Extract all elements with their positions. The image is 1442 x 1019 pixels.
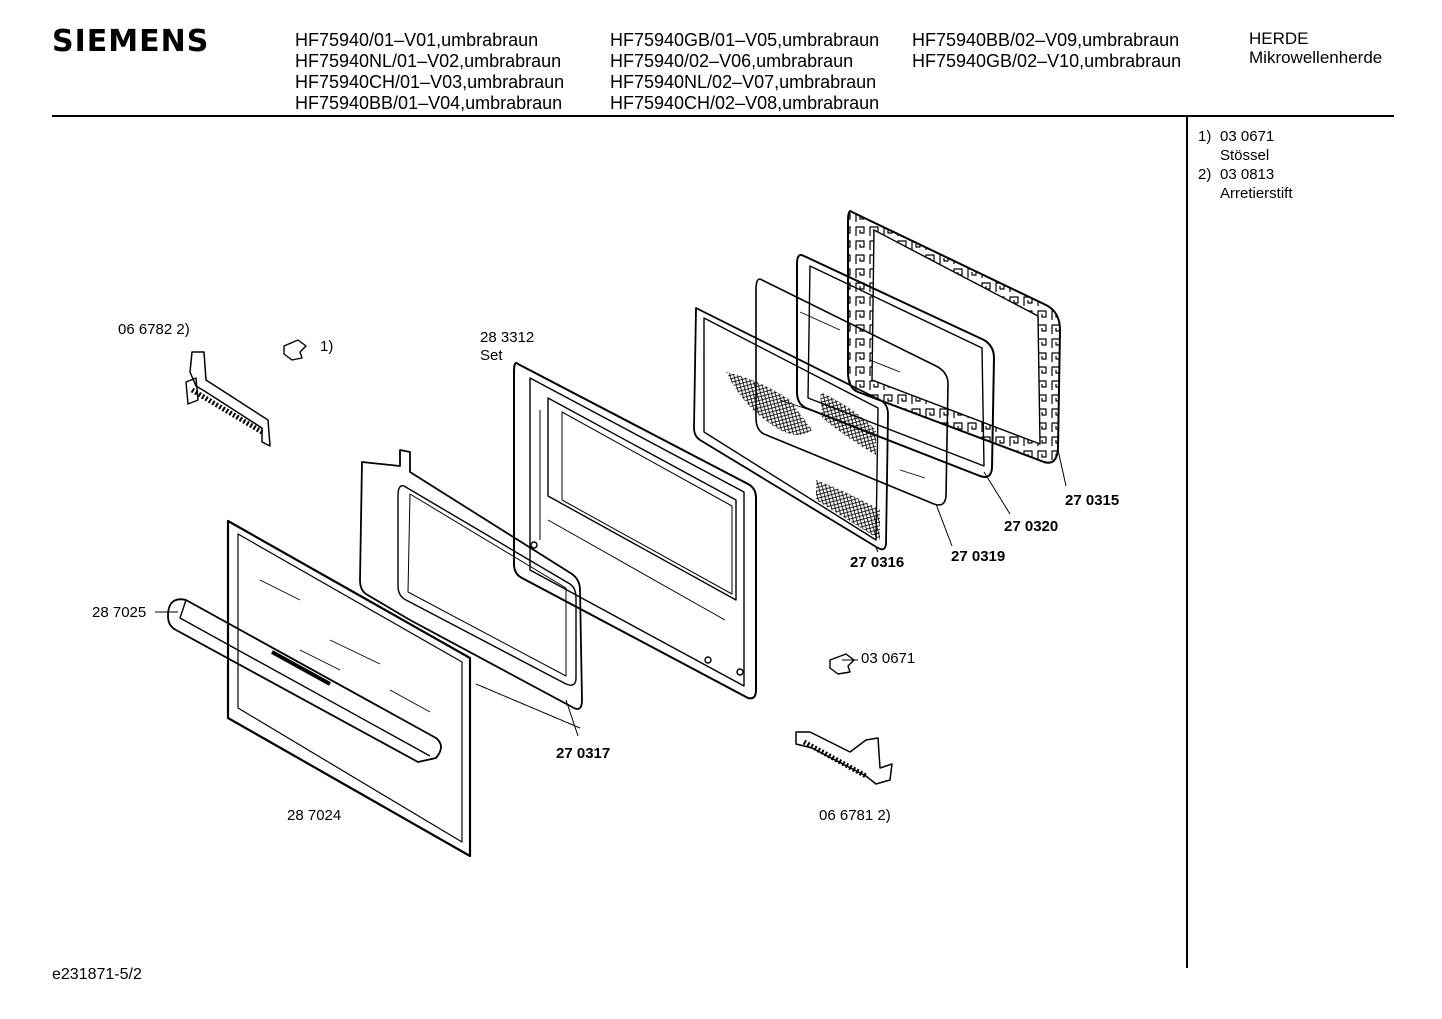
window-panel-part: [693, 307, 889, 551]
part-label-handle: 28 7025: [92, 604, 147, 621]
plunger-right-part: [829, 653, 855, 675]
model-entry: HF75940GB/02–V10,umbrabraun: [912, 51, 1182, 71]
model-column-1: HF75940/01–V01,umbrabraun HF75940NL/01–V…: [295, 30, 564, 114]
part-label-gasket: 27 0320: [1004, 518, 1059, 535]
choke-frame-part: [847, 210, 1061, 464]
part-label-hinge-right: 06 6781 2): [819, 807, 891, 824]
note-part-number: 03 0813: [1220, 166, 1275, 183]
document-id: e231871-5/2: [52, 966, 142, 983]
note-index: 2): [1198, 166, 1212, 183]
model-entry: HF75940NL/01–V02,umbrabraun: [295, 51, 562, 71]
part-label-plunger-ref: 1): [320, 338, 334, 355]
part-label-window-panel: 27 0316: [850, 554, 905, 571]
inner-frame-set-part: [513, 362, 757, 700]
model-column-3: HF75940BB/02–V09,umbrabraun HF75940GB/02…: [912, 30, 1181, 72]
model-entry: HF75940CH/01–V03,umbrabraun: [295, 72, 565, 92]
outer-door-part: [226, 519, 472, 858]
part-label-inner-frame: 27 0317: [556, 745, 611, 762]
notes-divider: [1186, 117, 1188, 968]
model-entry: HF75940/01–V01,umbrabraun: [295, 30, 539, 50]
part-label-plunger-right: 03 0671: [861, 650, 916, 667]
door-handle-part: [167, 598, 442, 763]
model-entry: HF75940GB/01–V05,umbrabraun: [610, 30, 880, 50]
model-entry: HF75940CH/02–V08,umbrabraun: [610, 93, 880, 113]
notes-list: 1) 03 0671 Stössel 2) 03 0813 Arretierst…: [1198, 127, 1293, 203]
left-hinge-part: [185, 351, 271, 447]
model-entry: HF75940/02–V06,umbrabraun: [610, 51, 854, 71]
category-block: HERDE Mikrowellenherde: [1249, 29, 1382, 67]
inner-door-frame-part: [359, 449, 583, 729]
part-label-glass-pane: 27 0319: [951, 548, 1006, 565]
note-part-name: Arretierstift: [1220, 185, 1293, 202]
right-hinge-part: [795, 731, 893, 785]
model-column-2: HF75940GB/01–V05,umbrabraun HF75940/02–V…: [610, 30, 879, 114]
note-part-name: Stössel: [1220, 147, 1270, 164]
note-item: 1) 03 0671 Stössel: [1198, 127, 1293, 165]
note-part-number: 03 0671: [1220, 128, 1275, 145]
note-index: 1): [1198, 128, 1212, 145]
category-subtitle: Mikrowellenherde: [1249, 48, 1383, 67]
model-entry: HF75940BB/02–V09,umbrabraun: [912, 30, 1180, 50]
part-label-set-number: 28 3312: [480, 329, 535, 346]
plunger-top-part: [283, 339, 307, 361]
part-label-outer-door: 28 7024: [287, 807, 342, 824]
gasket-part: [796, 254, 995, 478]
model-entry: HF75940NL/02–V07,umbrabraun: [610, 72, 877, 92]
part-label-set: Set: [480, 347, 503, 364]
category-title: HERDE: [1249, 29, 1309, 48]
glass-pane-part: [755, 278, 949, 506]
leader-lines: [155, 449, 1067, 737]
part-label-hinge-left: 06 6782 2): [118, 321, 190, 338]
header-rule: [52, 115, 1394, 117]
brand-logo: SIEMENS: [52, 24, 210, 59]
model-entry: HF75940BB/01–V04,umbrabraun: [295, 93, 563, 113]
note-item: 2) 03 0813 Arretierstift: [1198, 165, 1293, 203]
part-label-choke-frame: 27 0315: [1065, 492, 1120, 509]
